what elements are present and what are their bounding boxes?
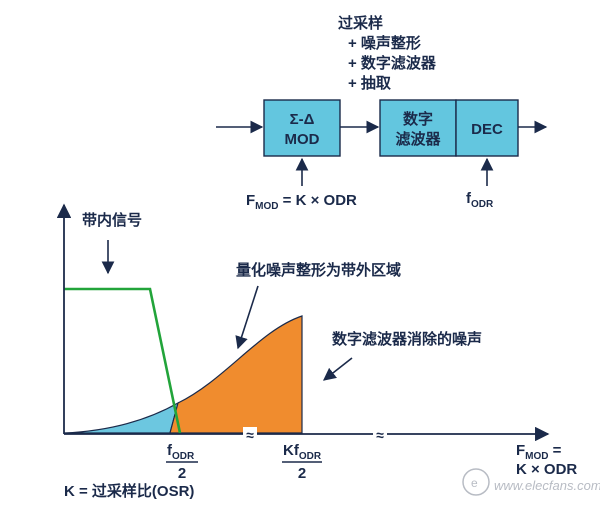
inband-signal-label: 带内信号 <box>82 211 142 229</box>
shaped-noise-arrow <box>235 285 259 350</box>
feature-title: 过采样 <box>338 14 383 32</box>
axis-break-1: ≈ <box>246 427 254 443</box>
filter-label-line1: 数字 <box>403 110 433 128</box>
in-band-signal-line <box>64 287 182 434</box>
filtered-noise-area <box>169 315 303 434</box>
tick-kfodr-half-numerator: KfODR <box>283 442 322 462</box>
fodr-label: fODR <box>466 190 494 210</box>
filter-label-line2: 滤波器 <box>395 130 441 148</box>
filtered-noise-arrow <box>322 357 353 381</box>
axis-end-label-line1: FMOD = <box>516 442 562 462</box>
modulator-label-line2: MOD <box>285 131 320 148</box>
axis-break-1-mask <box>243 427 257 441</box>
watermark-logo-icon <box>462 468 490 496</box>
digital-filter-block <box>379 99 457 157</box>
watermark-text: www.elecfans.com <box>494 478 600 493</box>
feature-item-decimation: + 抽取 <box>348 74 392 92</box>
osr-footnote: K = 过采样比(OSR) <box>64 482 194 500</box>
tick-fodr-half-numerator: fODR <box>167 442 195 462</box>
in-band-noise-area <box>63 401 179 434</box>
axis-end-label-line2: K × ODR <box>516 461 577 478</box>
modulator-label-line1: Σ-Δ <box>290 111 315 128</box>
filtered-noise-label: 数字滤波器消除的噪声 <box>332 330 482 348</box>
fmod-label: FMOD = K × ODR <box>246 192 357 212</box>
decimator-label: DEC <box>471 121 503 138</box>
sigma-delta-modulator-block <box>263 99 341 157</box>
watermark: e www.elecfans.com <box>462 468 600 496</box>
watermark-logo-glyph: e <box>471 476 478 490</box>
shaped-noise-label: 量化噪声整形为带外区域 <box>236 261 401 279</box>
axis-break-2: ≈ <box>376 427 384 443</box>
tick-kfodr-half-denominator: 2 <box>298 465 306 482</box>
feature-item-noise-shaping: + 噪声整形 <box>348 34 421 52</box>
feature-item-digital-filter: + 数字滤波器 <box>348 54 437 72</box>
decimator-block <box>455 99 519 157</box>
tick-fodr-half-denominator: 2 <box>178 465 186 482</box>
axis-break-2-mask <box>373 427 387 441</box>
